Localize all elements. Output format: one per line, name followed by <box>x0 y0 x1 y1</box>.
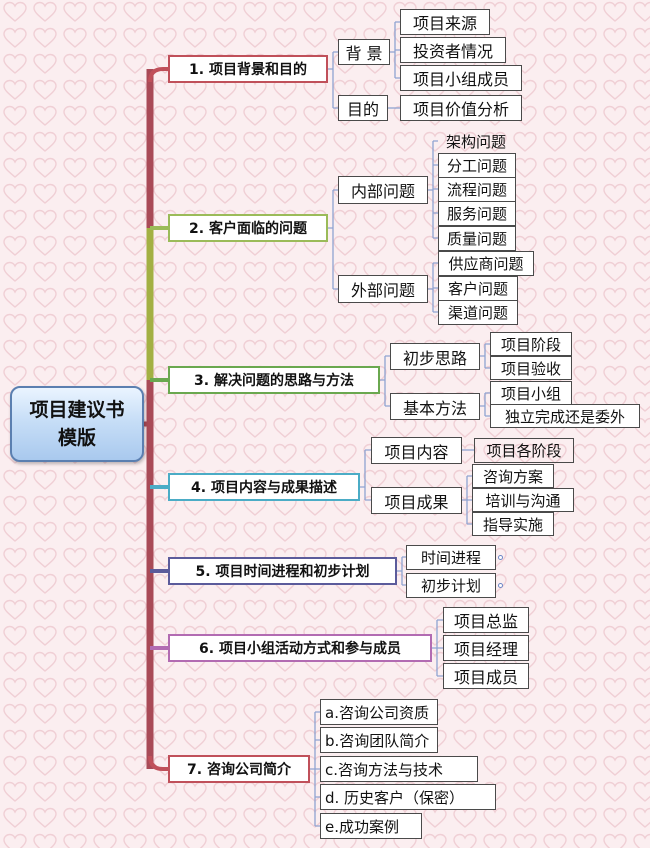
item-project-source[interactable]: 项目来源 <box>400 9 490 35</box>
branch-6-team-activities[interactable]: 6. 项目小组活动方式和参与成员 <box>168 634 432 662</box>
item-company-qualifications[interactable]: a.咨询公司资质 <box>320 699 438 725</box>
branch-7-company-profile[interactable]: 7. 咨询公司简介 <box>168 755 310 783</box>
topic-external-problems[interactable]: 外部问题 <box>338 275 428 303</box>
topic-project-content[interactable]: 项目内容 <box>371 437 462 464</box>
item-service-problem[interactable]: 服务问题 <box>438 201 516 226</box>
item-project-acceptance[interactable]: 项目验收 <box>490 356 572 380</box>
item-process-problem[interactable]: 流程问题 <box>438 177 516 202</box>
root-topic[interactable]: 项目建议书 模版 <box>10 386 144 462</box>
item-consulting-plan[interactable]: 咨询方案 <box>472 464 554 488</box>
item-division-problem[interactable]: 分工问题 <box>438 153 516 178</box>
item-project-value-analysis[interactable]: 项目价值分析 <box>400 95 522 121</box>
item-time-schedule[interactable]: 时间进程 <box>406 545 496 570</box>
item-methods-technology[interactable]: c.咨询方法与技术 <box>320 756 478 782</box>
item-training-communication[interactable]: 培训与沟通 <box>472 488 574 512</box>
item-guided-implementation[interactable]: 指导实施 <box>472 512 554 536</box>
root-title-line2: 模版 <box>57 427 96 449</box>
item-project-manager[interactable]: 项目经理 <box>443 635 529 661</box>
branch-2-customer-problems[interactable]: 2. 客户面临的问题 <box>168 214 328 242</box>
item-supplier-problem[interactable]: 供应商问题 <box>438 251 534 276</box>
item-in-house-or-outsource[interactable]: 独立完成还是委外 <box>490 404 640 428</box>
item-success-cases[interactable]: e.成功案例 <box>320 813 422 839</box>
item-investor-info[interactable]: 投资者情况 <box>400 37 506 63</box>
item-architecture-problem[interactable]: 架构问题 <box>445 133 506 151</box>
topic-basic-methods[interactable]: 基本方法 <box>390 393 480 420</box>
item-project-director[interactable]: 项目总监 <box>443 607 529 633</box>
item-project-stages[interactable]: 项目各阶段 <box>474 438 574 463</box>
item-project-members[interactable]: 项目成员 <box>443 663 529 689</box>
topic-purpose[interactable]: 目的 <box>338 95 388 121</box>
item-customer-problem[interactable]: 客户问题 <box>438 276 518 301</box>
collapse-handle-icon[interactable] <box>498 583 503 588</box>
branch-5-timeline-plan[interactable]: 5. 项目时间进程和初步计划 <box>168 557 397 585</box>
item-team-introduction[interactable]: b.咨询团队简介 <box>320 727 438 753</box>
root-title-line1: 项目建议书 <box>29 399 125 421</box>
item-project-team[interactable]: 项目小组 <box>490 381 572 405</box>
branch-3-solution-approach[interactable]: 3. 解决问题的思路与方法 <box>168 366 380 394</box>
item-preliminary-plan[interactable]: 初步计划 <box>406 573 496 598</box>
item-channel-problem[interactable]: 渠道问题 <box>438 300 518 325</box>
item-quality-problem[interactable]: 质量问题 <box>438 226 516 251</box>
item-past-clients[interactable]: d. 历史客户（保密） <box>320 784 496 810</box>
item-project-team-members[interactable]: 项目小组成员 <box>400 65 522 91</box>
collapse-handle-icon[interactable] <box>498 555 503 560</box>
item-project-phases[interactable]: 项目阶段 <box>490 332 572 356</box>
topic-project-results[interactable]: 项目成果 <box>371 487 462 514</box>
topic-internal-problems[interactable]: 内部问题 <box>338 176 428 204</box>
topic-preliminary-thinking[interactable]: 初步思路 <box>390 343 480 370</box>
branch-4-project-content[interactable]: 4. 项目内容与成果描述 <box>168 473 360 501</box>
branch-1-project-background[interactable]: 1. 项目背景和目的 <box>168 55 328 83</box>
topic-background[interactable]: 背 景 <box>338 39 390 65</box>
